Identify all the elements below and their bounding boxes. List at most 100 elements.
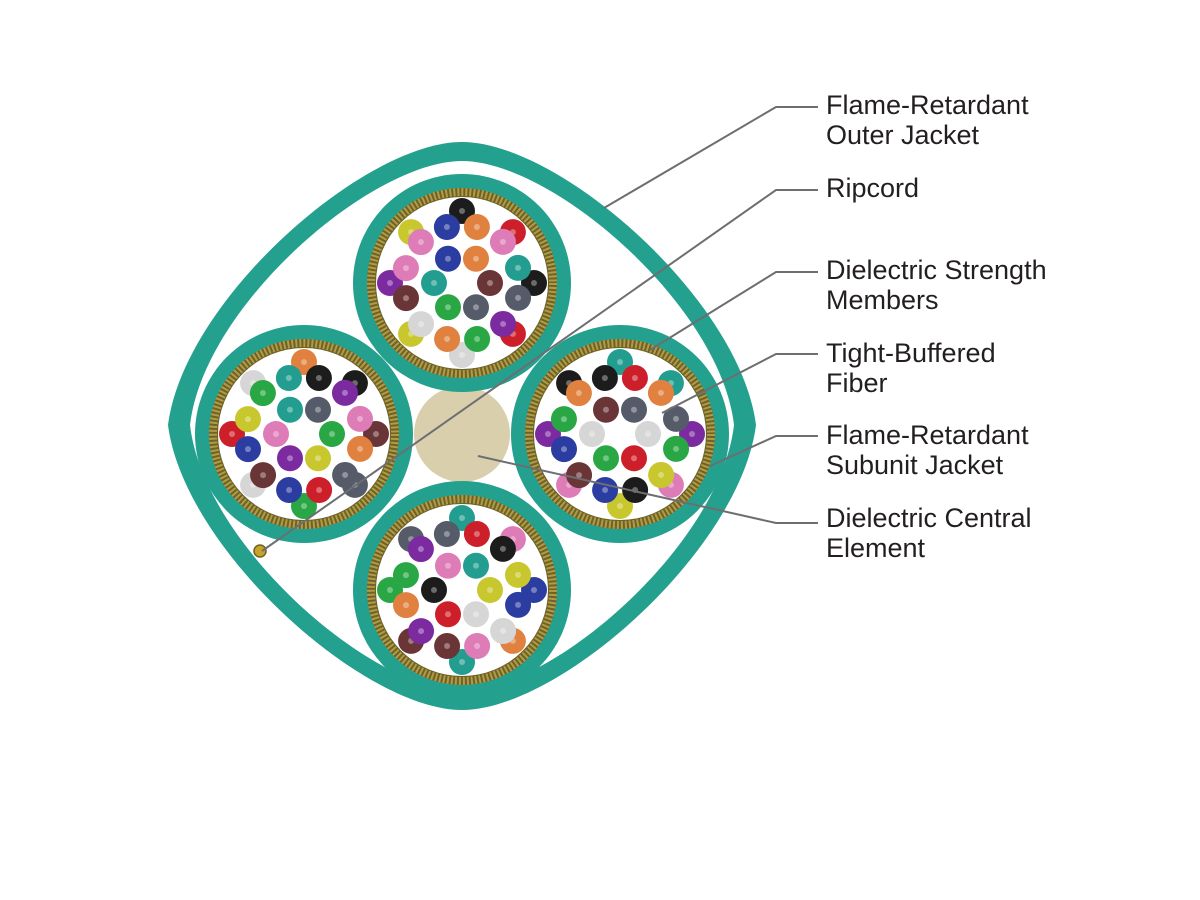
fiber-black bbox=[591, 365, 618, 392]
fiber-core bbox=[418, 321, 425, 328]
fiber-core bbox=[459, 352, 465, 358]
fiber-core bbox=[514, 264, 521, 271]
fiber-core bbox=[316, 486, 323, 493]
fiber-core bbox=[402, 265, 409, 272]
fiber-black bbox=[622, 476, 649, 503]
fiber-core bbox=[431, 280, 437, 286]
strength-member-yarn bbox=[367, 188, 557, 378]
fiber-core bbox=[445, 562, 451, 569]
fiber-core bbox=[387, 280, 393, 286]
fiber-violet bbox=[277, 445, 303, 472]
fiber-green bbox=[464, 325, 491, 352]
fiber-core bbox=[589, 431, 595, 437]
fiber-core bbox=[315, 374, 322, 381]
fiber-brown bbox=[593, 396, 619, 423]
fiber-slate bbox=[621, 396, 647, 423]
fiber-violet bbox=[407, 536, 434, 563]
fiber-core bbox=[603, 406, 609, 413]
fiber-core bbox=[473, 304, 479, 311]
fiber-core bbox=[631, 455, 637, 462]
fiber-core bbox=[500, 320, 507, 327]
leader-line-subunit-jacket bbox=[709, 435, 818, 467]
fiber-core bbox=[645, 431, 651, 437]
fiber-green bbox=[663, 435, 690, 462]
fiber-green bbox=[319, 421, 345, 447]
fiber-core bbox=[499, 545, 506, 552]
fiber-core bbox=[631, 374, 638, 381]
fiber-brown bbox=[477, 270, 503, 296]
leader-line-outer-jacket bbox=[603, 106, 818, 209]
fiber-core bbox=[301, 503, 307, 509]
fiber-core bbox=[373, 431, 379, 437]
fiber-aqua bbox=[421, 270, 447, 296]
fiber-core bbox=[473, 611, 479, 618]
fiber-core bbox=[473, 562, 479, 569]
label-fiber: Tight-Buffered Fiber bbox=[826, 338, 1186, 398]
fiber-rose bbox=[464, 632, 491, 659]
fiber-core bbox=[418, 628, 425, 635]
fiber-core bbox=[356, 415, 363, 422]
fiber-red bbox=[306, 476, 333, 503]
fiber-slate bbox=[305, 396, 331, 423]
fiber-rose bbox=[435, 552, 461, 579]
fiber-blue bbox=[551, 436, 578, 463]
fiber-red bbox=[621, 445, 647, 472]
fiber-core bbox=[417, 546, 424, 553]
fiber-core bbox=[617, 359, 623, 365]
label-subunit-jacket: Flame-Retardant Subunit Jacket bbox=[826, 420, 1186, 480]
fiber-core bbox=[444, 643, 451, 650]
fiber-green bbox=[550, 406, 577, 433]
fiber-white bbox=[635, 421, 661, 447]
fiber-slate bbox=[433, 521, 460, 548]
fiber-red bbox=[463, 520, 490, 547]
fiber-brown bbox=[566, 462, 593, 489]
fiber-core bbox=[487, 280, 493, 286]
fiber-core bbox=[342, 471, 349, 478]
fiber-core bbox=[431, 587, 437, 593]
fiber-core bbox=[487, 587, 493, 593]
fiber-slate bbox=[505, 284, 532, 311]
fiber-rose bbox=[392, 255, 419, 282]
fiber-core bbox=[285, 375, 292, 382]
fiber-slate bbox=[332, 461, 359, 488]
fiber-orange bbox=[463, 245, 489, 272]
subunit-group bbox=[195, 174, 729, 699]
label-ripcord: Ripcord bbox=[826, 173, 1186, 203]
fiber-rose bbox=[407, 229, 434, 256]
fiber-core bbox=[657, 389, 664, 396]
fiber-core bbox=[445, 611, 451, 618]
fiber-core bbox=[244, 416, 251, 423]
label-line: Flame-Retardant bbox=[826, 90, 1029, 120]
fiber-core bbox=[259, 390, 266, 397]
label-line: Dielectric Strength bbox=[826, 255, 1047, 285]
fiber-core bbox=[445, 304, 451, 311]
fiber-core bbox=[287, 406, 293, 413]
fiber-core bbox=[403, 602, 410, 609]
fiber-green bbox=[392, 562, 419, 589]
label-line: Fiber bbox=[826, 368, 888, 398]
fiber-core bbox=[443, 531, 450, 538]
ripcord bbox=[253, 544, 267, 558]
fiber-rose bbox=[489, 228, 516, 255]
fiber-brown bbox=[393, 285, 420, 312]
fiber-slate bbox=[463, 294, 489, 321]
label-line: Dielectric Central bbox=[826, 503, 1032, 533]
fiber-brown bbox=[434, 633, 461, 660]
fiber-core bbox=[499, 238, 506, 245]
fiber-red bbox=[621, 364, 648, 391]
fiber-blue bbox=[276, 477, 303, 504]
fiber-core bbox=[341, 389, 348, 396]
fiber-violet bbox=[331, 379, 358, 406]
fiber-core bbox=[459, 515, 465, 521]
fiber-core bbox=[315, 406, 321, 413]
fiber-violet bbox=[490, 310, 517, 337]
leader-lines bbox=[261, 106, 818, 552]
label-line: Element bbox=[826, 533, 926, 563]
fiber-violet bbox=[408, 618, 435, 645]
fiber-green bbox=[593, 445, 619, 472]
fiber-black bbox=[489, 535, 516, 562]
fiber-core bbox=[474, 335, 481, 342]
fiber-brown bbox=[250, 462, 277, 489]
fiber-core bbox=[531, 587, 537, 593]
